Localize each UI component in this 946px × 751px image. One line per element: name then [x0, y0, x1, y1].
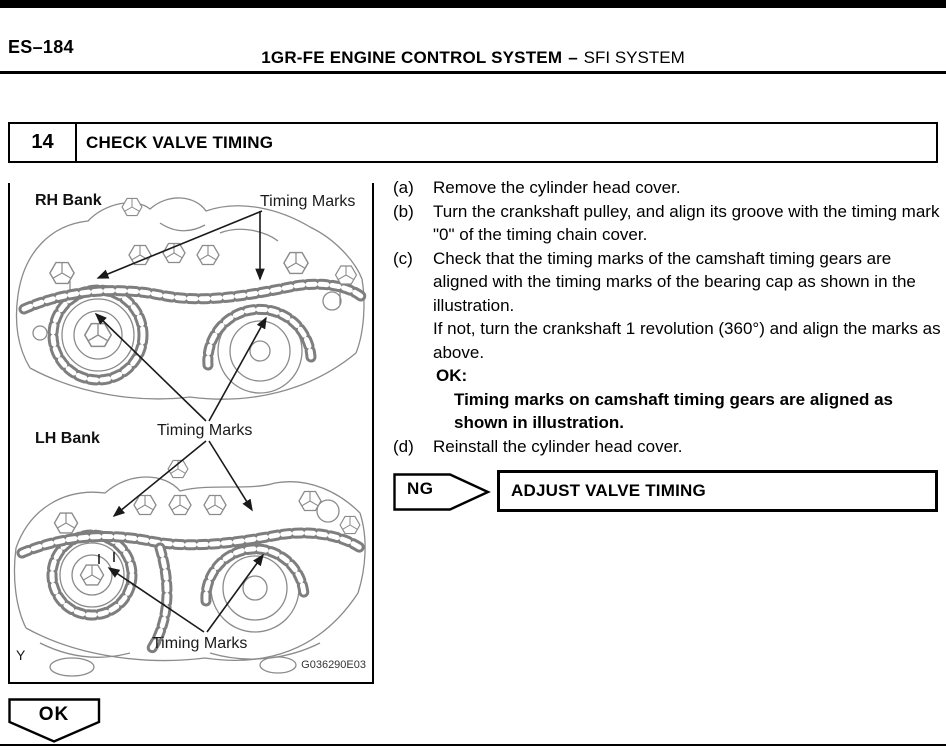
lh-bank-label: LH Bank — [35, 430, 100, 447]
instruction-step-b: (b) Turn the crankshaft pulley, and alig… — [393, 200, 941, 247]
step-b-text: Turn the crankshaft pulley, and align it… — [433, 201, 940, 245]
instruction-step-a: (a) Remove the cylinder head cover. — [393, 176, 941, 200]
running-header: 1GR-FE ENGINE CONTROL SYSTEM–SFI SYSTEM — [0, 48, 946, 68]
step-d-text: Reinstall the cylinder head cover. — [433, 436, 683, 456]
footer-rule — [0, 744, 946, 746]
timing-marks-label-bottom: Timing Marks — [152, 635, 248, 652]
system-title: 1GR-FE ENGINE CONTROL SYSTEM — [261, 48, 563, 67]
figure-id: G036290E03 — [301, 659, 366, 671]
timing-marks-label-top: Timing Marks — [260, 193, 356, 210]
instruction-step-c: (c) Check that the timing marks of the c… — [393, 247, 941, 318]
ok-arrow-shape — [8, 698, 101, 743]
timing-marks-label-middle: Timing Marks — [157, 422, 253, 439]
subsystem-title: SFI SYSTEM — [583, 48, 685, 67]
figure-corner-mark: Y — [16, 647, 26, 663]
page-code: ES–184 — [8, 37, 74, 57]
rh-bank-label: RH Bank — [35, 192, 102, 209]
step-d-label: (d) — [393, 436, 414, 456]
step-b-label: (b) — [393, 201, 414, 221]
title-separator: – — [568, 48, 578, 67]
timing-marks-figure: RH Bank Timing Marks Timing Marks LH Ban… — [8, 183, 374, 684]
ok-label: OK — [38, 704, 70, 725]
leader-lines — [94, 210, 267, 633]
step-c-text: Check that the timing marks of the camsh… — [433, 248, 916, 315]
ng-label: NG — [407, 479, 434, 498]
step-c-note: If not, turn the crankshaft 1 revolution… — [433, 319, 941, 362]
step-header: 14 CHECK VALVE TIMING — [8, 122, 938, 163]
top-black-bar — [0, 0, 946, 8]
engine-illustration — [13, 197, 368, 677]
header-rule — [0, 71, 946, 74]
step-a-label: (a) — [393, 178, 414, 197]
ng-arrow-shape — [393, 473, 491, 511]
step-c-label: (c) — [393, 248, 413, 268]
step-a-text: Remove the cylinder head cover. — [433, 178, 681, 197]
ok-result-text: Timing marks on camshaft timing gears ar… — [454, 389, 893, 433]
ok-heading: OK: — [436, 366, 468, 385]
step-number: 14 — [10, 124, 77, 161]
instruction-list: (a) Remove the cylinder head cover. (b) … — [393, 176, 941, 458]
ok-flow-shape: OK — [8, 698, 102, 744]
instruction-step-d: (d) Reinstall the cylinder head cover. — [393, 435, 941, 459]
ng-action-box: ADJUST VALVE TIMING — [497, 470, 938, 512]
step-title: CHECK VALVE TIMING — [86, 132, 274, 152]
ng-flow-row: NG ADJUST VALVE TIMING — [393, 469, 938, 513]
rh-bank-art — [15, 197, 368, 400]
